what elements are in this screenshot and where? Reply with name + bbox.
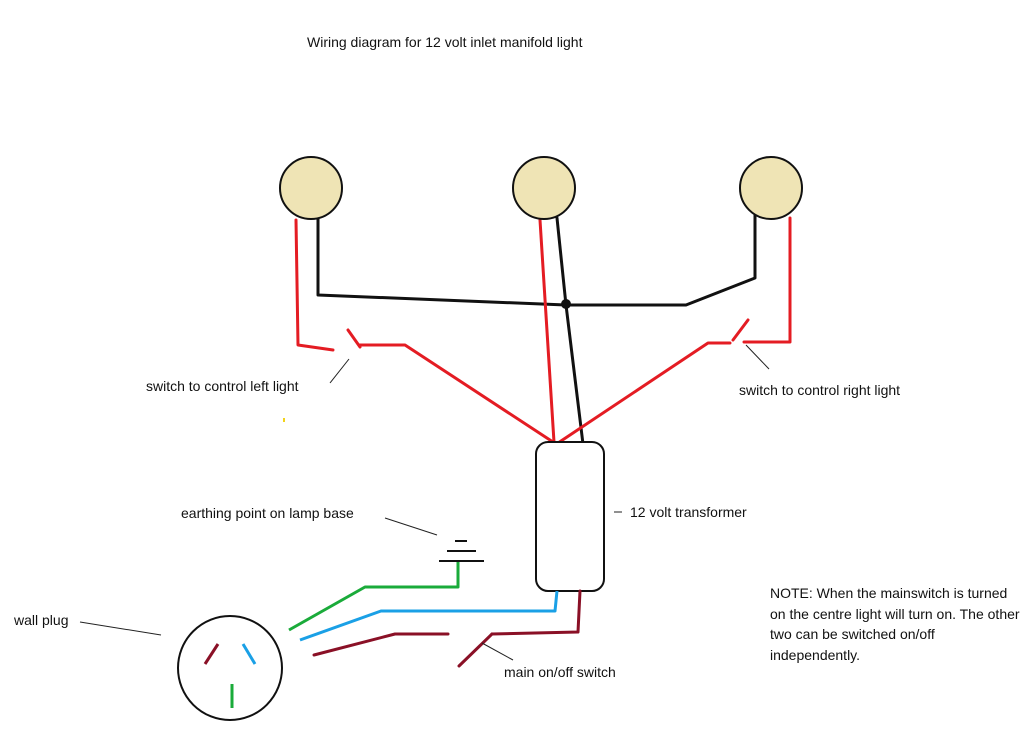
black-wire xyxy=(316,208,757,446)
red-wires xyxy=(294,216,792,445)
maroon-wire xyxy=(312,589,582,668)
note-text: NOTE: When the mainswitch is turned on t… xyxy=(770,585,1020,663)
earth-symbol xyxy=(439,540,484,562)
centre-lamp xyxy=(512,156,576,220)
transformer-label: 12 volt transformer xyxy=(630,504,747,520)
leader-lines xyxy=(79,344,770,661)
earthing-label: earthing point on lamp base xyxy=(181,505,354,521)
wall-plug-label: wall plug xyxy=(14,612,69,628)
left-lamp xyxy=(279,156,343,220)
junction-dot xyxy=(561,299,571,309)
left-switch-label: switch to control left light xyxy=(146,378,299,394)
right-lamp xyxy=(739,156,803,220)
main-switch-label: main on/off switch xyxy=(504,664,616,680)
diagram-title: Wiring diagram for 12 volt inlet manifol… xyxy=(307,34,583,50)
wall-plug xyxy=(177,615,283,721)
transformer-box xyxy=(535,441,605,592)
stray-mark xyxy=(283,418,285,422)
blue-wire xyxy=(299,590,559,642)
right-switch-label: switch to control right light xyxy=(739,382,901,398)
green-wire xyxy=(288,562,460,632)
